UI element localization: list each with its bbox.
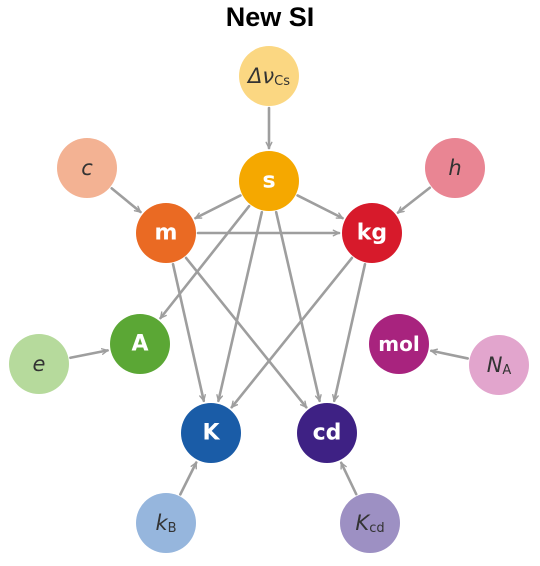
node-circle: [181, 403, 241, 463]
constant-node-Kcd: Kcd: [340, 493, 400, 553]
constant-label: NA: [487, 353, 512, 378]
node-circle: [342, 203, 402, 263]
arrow-s-to-m: [194, 194, 242, 220]
constant-label: e: [33, 352, 46, 376]
unit-node-K: K: [181, 403, 241, 463]
unit-node-mol: mol: [369, 314, 429, 374]
arrow-Kcd-to-cd: [339, 461, 358, 496]
constant-subscript: cd: [369, 521, 384, 536]
unit-node-s: s: [239, 151, 299, 211]
arrow-m-to-K: [171, 262, 206, 403]
unit-node-A: A: [110, 314, 170, 374]
node-circle: [340, 493, 400, 553]
node-circle: [469, 335, 529, 395]
node-circle: [369, 314, 429, 374]
node-circle: [297, 403, 357, 463]
unit-label: kg: [357, 221, 387, 246]
unit-label: mol: [378, 332, 419, 356]
constant-node-h: h: [425, 138, 485, 198]
node-circle: [136, 493, 196, 553]
arrow-s-to-A: [159, 204, 251, 320]
constant-symbol: Δν: [246, 64, 274, 88]
unit-label: cd: [313, 421, 342, 446]
unit-label: s: [262, 169, 275, 194]
arrow-kg-to-K: [230, 256, 354, 409]
node-circle: [239, 151, 299, 211]
constant-node-dnu: ΔνCs: [239, 46, 299, 106]
constant-label: c: [81, 156, 93, 180]
arrow-m-to-cd: [184, 256, 308, 409]
constant-subscript: A: [502, 363, 511, 378]
constant-symbol: k: [155, 511, 168, 535]
arrow-kg-to-cd: [332, 262, 367, 403]
constant-node-c: c: [57, 138, 117, 198]
constant-node-NA: NA: [469, 335, 529, 395]
arrow-s-to-K: [216, 210, 264, 403]
unit-label: m: [155, 221, 178, 246]
constant-symbol: K: [355, 511, 371, 535]
constant-label: ΔνCs: [246, 64, 290, 89]
edge-layer: [69, 106, 469, 496]
diagram-title: New SI: [225, 2, 315, 32]
constant-symbol: c: [81, 156, 93, 180]
constant-symbol: e: [33, 352, 46, 376]
node-circle: [239, 46, 299, 106]
arrow-h-to-kg: [396, 186, 432, 214]
arrow-NA-to-mol: [429, 348, 469, 360]
node-circle: [425, 138, 485, 198]
node-circle: [136, 203, 196, 263]
arrow-e-to-A: [69, 348, 109, 360]
arrow-s-to-kg: [296, 194, 344, 220]
constant-node-e: e: [9, 334, 69, 394]
node-circle: [9, 334, 69, 394]
constant-node-kB: kB: [136, 493, 196, 553]
constant-symbol: h: [448, 156, 461, 180]
node-circle: [110, 314, 170, 374]
arrow-kB-to-K: [179, 461, 198, 496]
unit-node-kg: kg: [342, 203, 402, 263]
constant-subscript: B: [168, 521, 177, 536]
arrow-s-to-cd: [274, 210, 322, 403]
constant-label: h: [448, 156, 461, 180]
constant-symbol: N: [487, 353, 503, 377]
unit-label: K: [202, 421, 220, 446]
unit-node-cd: cd: [297, 403, 357, 463]
node-circle: [57, 138, 117, 198]
constant-label: kB: [155, 511, 176, 536]
constant-subscript: Cs: [274, 74, 290, 89]
constant-label: Kcd: [355, 511, 384, 536]
unit-label: A: [131, 332, 148, 357]
arrow-c-to-m: [110, 187, 142, 214]
unit-node-m: m: [136, 203, 196, 263]
